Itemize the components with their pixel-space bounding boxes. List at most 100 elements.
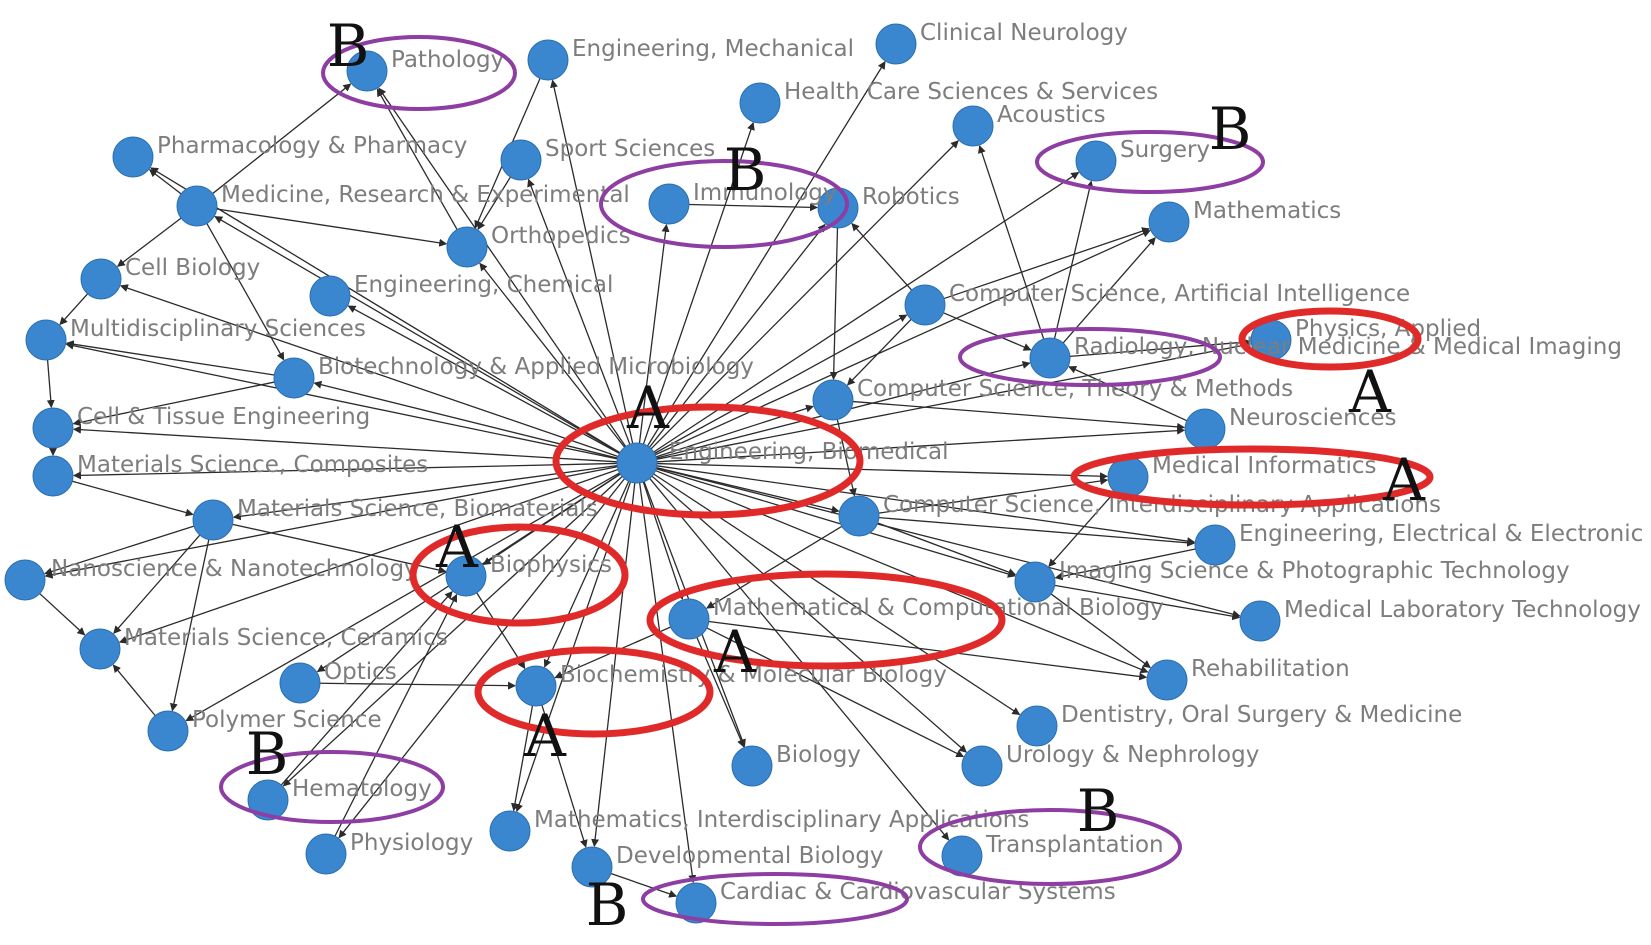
edge-eng_biomed-eng_elec — [656, 465, 1196, 546]
node-multidisc[interactable] — [25, 319, 67, 361]
group-letter-cardiac: B — [586, 871, 629, 939]
edge-multidisc-cell_tissue — [46, 359, 55, 409]
node-biophysics[interactable] — [445, 555, 487, 597]
node-nano[interactable] — [4, 559, 46, 601]
node-dev_bio[interactable] — [571, 846, 613, 888]
node-biochem[interactable] — [515, 665, 557, 707]
edge-eng_biomed-hematology — [282, 476, 623, 787]
node-cs_interdisc[interactable] — [838, 495, 880, 537]
edge-eng_biomed-cell_bio — [119, 284, 619, 458]
node-label-eng_chem: Engineering, Chemical — [354, 272, 613, 298]
node-label-mathematics: Mathematics — [1193, 198, 1341, 224]
edge-eng_biomed-eng_chem — [347, 305, 620, 455]
node-label-sport: Sport Sciences — [545, 136, 715, 162]
node-pharmacology[interactable] — [112, 136, 154, 178]
edge-eng_biomed-acoustics — [650, 140, 959, 450]
edge-eng_biomed-mathematics — [654, 229, 1151, 456]
node-neuro[interactable] — [1184, 408, 1226, 450]
edge-cs_interdisc-imaging — [877, 522, 1017, 576]
edge-eng_biomed-math_interdisc — [515, 481, 632, 813]
node-orthopedics[interactable] — [446, 226, 488, 268]
node-health_care[interactable] — [739, 82, 781, 124]
highlight-ellipse-med_inf — [1070, 445, 1434, 509]
edge-radiology-acoustics — [978, 144, 1045, 340]
edge-biochem-math_interdisc — [511, 705, 534, 812]
node-rehab[interactable] — [1146, 659, 1188, 701]
highlight-ellipse-biophysics — [409, 523, 629, 627]
node-label-eng_biomed: Engineering, Biomedical — [669, 439, 949, 465]
edge-radiology-physics_applied — [1069, 338, 1252, 358]
edge-mat_biomat-nano — [44, 525, 195, 576]
edge-eng_biomed-dev_bio — [591, 482, 636, 848]
node-eng_biomed[interactable] — [616, 442, 658, 484]
edge-cs_interdisc-eng_elec — [878, 516, 1196, 547]
edge-immunology-robotics — [688, 203, 819, 212]
group-letter-surgery: B — [1209, 95, 1252, 163]
edge-mat_comp-mat_biomat — [72, 480, 194, 517]
node-math_interdisc[interactable] — [489, 810, 531, 852]
highlight-ellipse-physics_applied — [1238, 307, 1422, 371]
node-polymer[interactable] — [147, 710, 189, 752]
node-label-orthopedics: Orthopedics — [491, 223, 631, 249]
node-optics[interactable] — [279, 662, 321, 704]
group-letter-biophysics: A — [435, 513, 479, 581]
node-eng_elec[interactable] — [1194, 524, 1236, 566]
edge-imaging-rehab — [1050, 593, 1151, 669]
edge-radiology-mathematics — [1062, 237, 1156, 344]
edge-eng_biomed-rehab — [655, 469, 1149, 674]
node-cs_theory[interactable] — [812, 379, 854, 421]
node-med_research[interactable] — [176, 185, 218, 227]
edge-eng_biomed-eng_mech — [550, 79, 634, 444]
node-clin_neuro[interactable] — [875, 23, 917, 65]
node-mat_biomat[interactable] — [192, 499, 234, 541]
node-math_comp_bio[interactable] — [668, 598, 710, 640]
edge-eng_biomed-mat_ceram — [118, 468, 619, 644]
node-mat_ceram[interactable] — [79, 628, 121, 670]
node-hematology[interactable] — [247, 779, 289, 821]
edge-eng_biomed-robotics — [648, 223, 826, 448]
nodes-layer — [4, 23, 1292, 924]
edge-med_inf-imaging — [1048, 491, 1116, 568]
node-med_inf[interactable] — [1107, 456, 1149, 498]
edge-neuro-radiology — [1068, 366, 1188, 422]
node-dentistry[interactable] — [1016, 705, 1058, 747]
node-acoustics[interactable] — [952, 105, 994, 147]
node-mat_comp[interactable] — [32, 455, 74, 497]
node-imaging[interactable] — [1014, 561, 1056, 603]
node-cell_tissue[interactable] — [32, 407, 74, 449]
edge-radiology-surgery — [1053, 180, 1094, 339]
node-label-biology: Biology — [776, 742, 861, 768]
node-eng_chem[interactable] — [309, 275, 351, 317]
edge-cs_ai-mathematics — [943, 227, 1151, 300]
node-immunology[interactable] — [648, 183, 690, 225]
edge-mat_biomat-polymer — [169, 539, 210, 712]
node-pathology[interactable] — [346, 50, 388, 92]
node-mathematics[interactable] — [1148, 201, 1190, 243]
node-urology[interactable] — [961, 745, 1003, 787]
node-label-cs_theory: Computer Science, Theory & Methods — [857, 376, 1293, 402]
node-med_lab[interactable] — [1239, 600, 1281, 642]
edge-med_research-orthopedics — [216, 208, 448, 247]
node-cs_ai[interactable] — [904, 284, 946, 326]
node-surgery[interactable] — [1075, 140, 1117, 182]
edge-eng_biomed-orthopedics — [479, 262, 626, 448]
node-physiology[interactable] — [305, 833, 347, 875]
node-label-mat_ceram: Materials Science, Ceramics — [124, 625, 448, 651]
edge-eng_biomed-mat_comp — [72, 462, 618, 480]
node-eng_mech[interactable] — [527, 39, 569, 81]
edge-polymer-mat_ceram — [112, 664, 156, 717]
group-letter-immunology: B — [724, 136, 767, 204]
node-radiology[interactable] — [1029, 337, 1071, 379]
node-biology[interactable] — [731, 745, 773, 787]
edge-eng_biomed-cell_tissue — [72, 425, 618, 463]
highlight-ellipse-pathology — [321, 35, 517, 111]
edge-robotics-cs_theory — [829, 227, 839, 381]
edge-biophysics-biochem — [476, 592, 526, 670]
node-label-multidisc: Multidisciplinary Sciences — [70, 316, 366, 342]
node-sport[interactable] — [500, 139, 542, 181]
node-cell_bio[interactable] — [80, 258, 122, 300]
group-letter-eng_biomed: A — [626, 374, 670, 442]
node-biotech[interactable] — [273, 357, 315, 399]
node-cardiac[interactable] — [675, 882, 717, 924]
